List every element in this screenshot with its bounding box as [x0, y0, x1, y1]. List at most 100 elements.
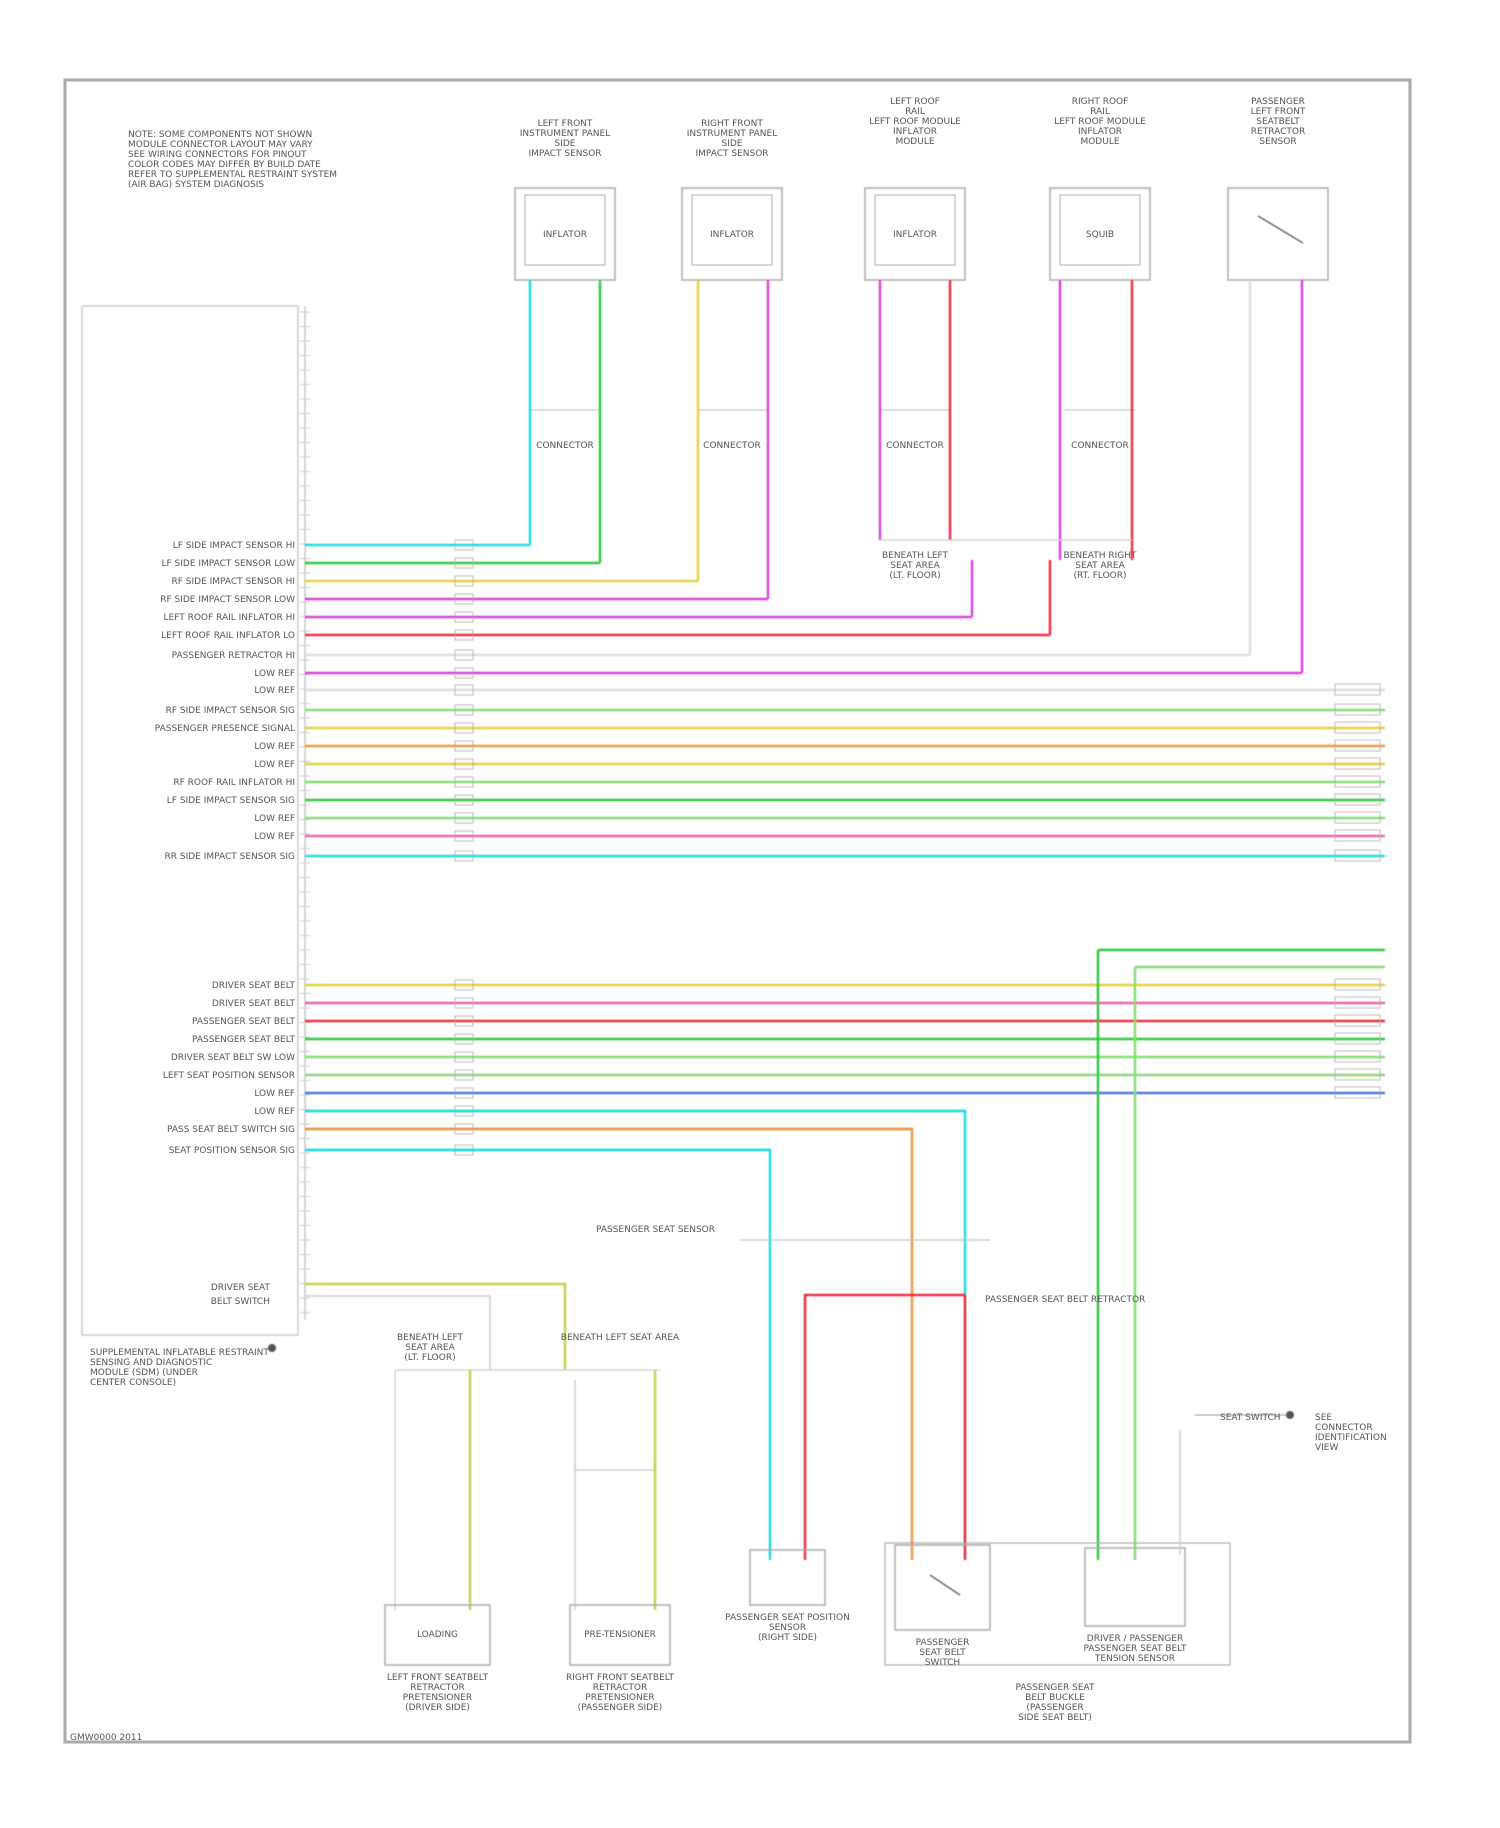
pin-label: RF SIDE IMPACT SENSOR LOW	[160, 595, 295, 605]
diagram-frame	[65, 80, 1410, 1742]
component-label: LEFT FRONT SEATBELT	[387, 1673, 489, 1683]
component-label: (DRIVER SIDE)	[405, 1703, 470, 1713]
component-label: RIGHT ROOF	[1072, 97, 1129, 107]
ground-label: SEAT AREA	[405, 1343, 455, 1353]
group-label: SIDE SEAT BELT)	[1018, 1713, 1092, 1723]
component-label: INFLATOR	[1078, 127, 1122, 137]
note-text: COLOR CODES MAY DIFFER BY BUILD DATE	[128, 160, 321, 170]
component-label: PASSENGER SEAT BELT	[1084, 1644, 1187, 1654]
component-label: INFLATOR	[893, 127, 937, 137]
connector-label: CONNECTOR	[536, 441, 594, 451]
pin-label: LOW REF	[254, 686, 295, 696]
pin-label: DRIVER SEAT BELT	[212, 981, 296, 991]
pin-label: RF SIDE IMPACT SENSOR SIG	[166, 706, 295, 716]
pin-label: LOW REF	[254, 1089, 295, 1099]
pin-label: LEFT ROOF RAIL INFLATOR LO	[161, 631, 295, 641]
component-label: PASSENGER	[1251, 97, 1305, 107]
top-component-box	[1228, 188, 1328, 280]
wire-vertical	[805, 1295, 965, 1560]
component-label: PRETENSIONER	[403, 1693, 472, 1703]
component-label: TENSION SENSOR	[1094, 1654, 1175, 1664]
side-pin-label: BELT SWITCH	[211, 1297, 270, 1307]
component-label: SEAT BELT	[919, 1648, 966, 1658]
note-text: (AIR BAG) SYSTEM DIAGNOSIS	[128, 180, 264, 190]
pin-label: LOW REF	[254, 814, 295, 824]
component-label: LEFT ROOF MODULE	[869, 117, 961, 127]
right-note: SEE	[1315, 1413, 1332, 1423]
bottom-component-box	[895, 1545, 990, 1630]
pin-label: LEFT ROOF RAIL INFLATOR HI	[164, 613, 295, 623]
component-label: RAIL	[905, 107, 925, 117]
component-label: PRETENSIONER	[585, 1693, 654, 1703]
wire-vertical	[305, 1150, 770, 1560]
note-text: SEE WIRING CONNECTORS FOR PINOUT	[128, 150, 307, 160]
pin-label: RF SIDE IMPACT SENSOR HI	[171, 577, 295, 587]
pin-label: RF ROOF RAIL INFLATOR HI	[173, 778, 295, 788]
ground-dot	[268, 1344, 276, 1352]
pin-label: RR SIDE IMPACT SENSOR SIG	[164, 852, 295, 862]
component-label: PASSENGER	[916, 1638, 970, 1648]
diagram-code: GMW0000 2011	[70, 1733, 142, 1743]
pin-label: PASSENGER PRESENCE SIGNAL	[155, 724, 295, 734]
component-label: SWITCH	[925, 1658, 960, 1668]
bottom-component-box	[750, 1550, 825, 1605]
inflator-label: SQUIB	[1086, 230, 1114, 240]
component-label: MODULE	[895, 137, 934, 147]
component-label: SENSOR	[769, 1623, 806, 1633]
group-label: PASSENGER SEAT	[1016, 1683, 1095, 1693]
component-label: LEFT FRONT	[538, 119, 593, 129]
component-label: RAIL	[1090, 107, 1110, 117]
pin-label: PASSENGER RETRACTOR HI	[172, 651, 295, 661]
pin-label: PASS SEAT BELT SWITCH SIG	[167, 1125, 295, 1135]
note-text: NOTE: SOME COMPONENTS NOT SHOWN	[128, 130, 312, 140]
module-label: SUPPLEMENTAL INFLATABLE RESTRAINT	[90, 1348, 269, 1358]
connector-label: BENEATH LEFT SEAT AREA	[561, 1333, 680, 1343]
pin-label: PASSENGER SEAT BELT	[192, 1017, 295, 1027]
ground-label: BENEATH RIGHT	[1063, 551, 1137, 561]
component-label: (RIGHT SIDE)	[758, 1633, 817, 1643]
pin-label: LF SIDE IMPACT SENSOR HI	[173, 541, 295, 551]
component-label: RETRACTOR	[593, 1683, 647, 1693]
pin-label: LF SIDE IMPACT SENSOR LOW	[161, 559, 295, 569]
pin-label: LEFT SEAT POSITION SENSOR	[163, 1071, 295, 1081]
right-note: CONNECTOR	[1315, 1423, 1373, 1433]
ground-label: (RT. FLOOR)	[1073, 571, 1126, 581]
component-label: SIDE	[722, 139, 743, 149]
component-label: INSTRUMENT PANEL	[687, 129, 777, 139]
connector-label: SEAT SWITCH	[1220, 1413, 1281, 1423]
component-label: RETRACTOR	[410, 1683, 464, 1693]
connector-label: CONNECTOR	[703, 441, 761, 451]
pin-label: DRIVER SEAT BELT SW LOW	[171, 1053, 295, 1063]
ground-label: (LT. FLOOR)	[889, 571, 940, 581]
ground-label: SEAT AREA	[1075, 561, 1125, 571]
component-label: LEFT FRONT	[1251, 107, 1306, 117]
inflator-label: INFLATOR	[893, 230, 937, 240]
component-label: RIGHT FRONT	[701, 119, 763, 129]
pin-label: DRIVER SEAT BELT	[212, 999, 296, 1009]
component-label: SEATBELT	[1256, 117, 1300, 127]
module-label: SENSING AND DIAGNOSTIC	[90, 1358, 212, 1368]
pin-label: LOW REF	[254, 760, 295, 770]
group-label: (PASSENGER	[1026, 1703, 1083, 1713]
pin-label: LOW REF	[254, 742, 295, 752]
pin-label: SEAT POSITION SENSOR SIG	[169, 1146, 295, 1156]
pin-label: PASSENGER SEAT BELT	[192, 1035, 295, 1045]
component-label: LEFT ROOF MODULE	[1054, 117, 1146, 127]
inflator-label: INFLATOR	[710, 230, 754, 240]
component-label: RETRACTOR	[1251, 127, 1305, 137]
component-label: IMPACT SENSOR	[528, 149, 601, 159]
component-label: (PASSENGER SIDE)	[578, 1703, 663, 1713]
component-inner-label: PRE-TENSIONER	[584, 1630, 656, 1640]
right-note: IDENTIFICATION	[1315, 1433, 1387, 1443]
note-text: REFER TO SUPPLEMENTAL RESTRAINT SYSTEM	[128, 170, 337, 180]
connector-label: PASSENGER SEAT SENSOR	[596, 1225, 715, 1235]
pin-label: LOW REF	[254, 832, 295, 842]
ground-label: SEAT AREA	[890, 561, 940, 571]
right-note: VIEW	[1315, 1443, 1338, 1453]
side-pin-label: DRIVER SEAT	[211, 1283, 271, 1293]
ground-label: BENEATH LEFT	[882, 551, 949, 561]
switch-icon	[1258, 216, 1303, 243]
connector-label: CONNECTOR	[886, 441, 944, 451]
component-label: LEFT ROOF	[890, 97, 940, 107]
inflator-label: INFLATOR	[543, 230, 587, 240]
